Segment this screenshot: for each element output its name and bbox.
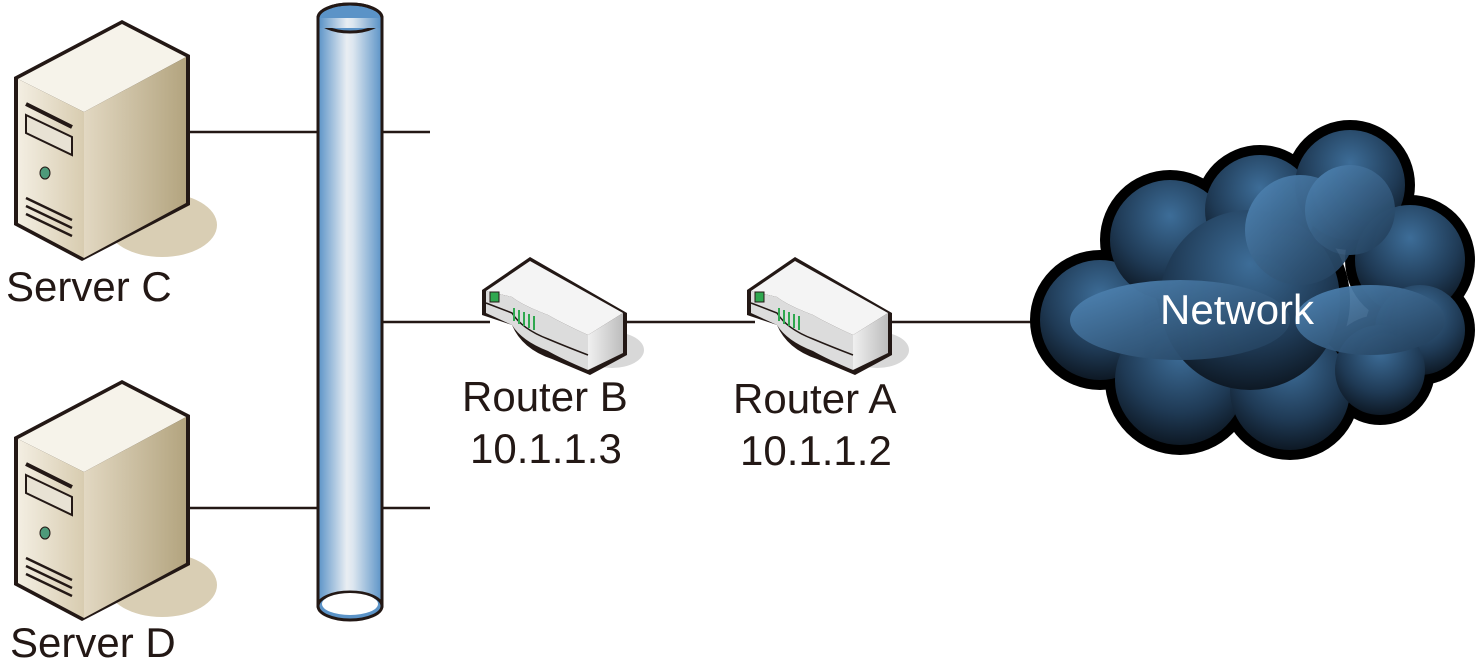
backbone-bus	[316, 2, 384, 622]
server-c-icon[interactable]	[14, 20, 217, 261]
server-d-label: Server D	[10, 619, 176, 666]
router-b-icon[interactable]	[482, 257, 644, 375]
router-a-ip: 10.1.1.2	[740, 427, 892, 474]
links	[190, 130, 1040, 510]
server-c-label: Server C	[6, 263, 172, 310]
network-cloud-icon[interactable]	[1030, 120, 1475, 460]
network-label: Network	[1160, 286, 1315, 333]
router-a-label: Router A	[733, 375, 897, 422]
router-a-icon[interactable]	[747, 257, 909, 375]
router-b-ip: 10.1.1.3	[470, 425, 622, 472]
router-b-label: Router B	[462, 373, 628, 420]
server-d-icon[interactable]	[14, 380, 217, 621]
